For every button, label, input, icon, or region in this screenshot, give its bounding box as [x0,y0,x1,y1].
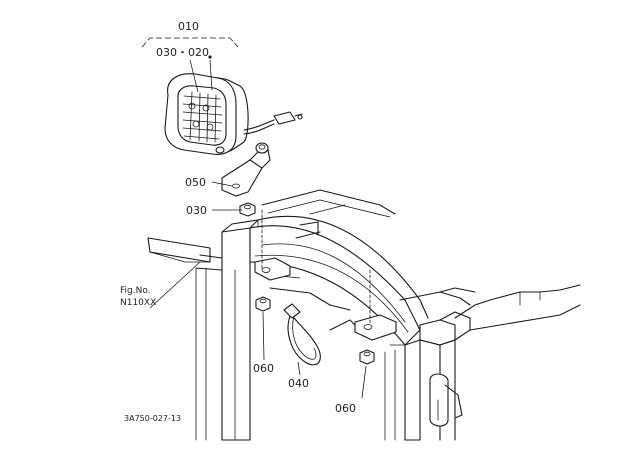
leader-lines [149,59,367,399]
callout-050: 050 [185,176,206,189]
bracket-050 [221,142,271,197]
nut-060-left [255,296,271,312]
callout-060-right: 060 [335,402,356,415]
work-lamp-010 [164,73,303,155]
nut-030 [239,202,256,217]
fig-ref-line1: Fig.No. [120,286,151,296]
callout-bracket [141,37,239,59]
fig-ref-line2: N110XX [120,298,156,308]
mount-plate-right [354,269,397,341]
cable-tie-040 [283,303,321,366]
nut-060-right [359,349,375,365]
drawing-code: 3A750-027-13 [124,414,181,423]
mount-plate-left [254,209,291,281]
callout-010: 010 [178,20,199,33]
callout-030: 030 [186,204,207,217]
callout-040: 040 [288,377,309,390]
frame [147,189,581,441]
callout-030-020: 030・020 [156,46,209,59]
callout-060-left: 060 [253,362,274,375]
